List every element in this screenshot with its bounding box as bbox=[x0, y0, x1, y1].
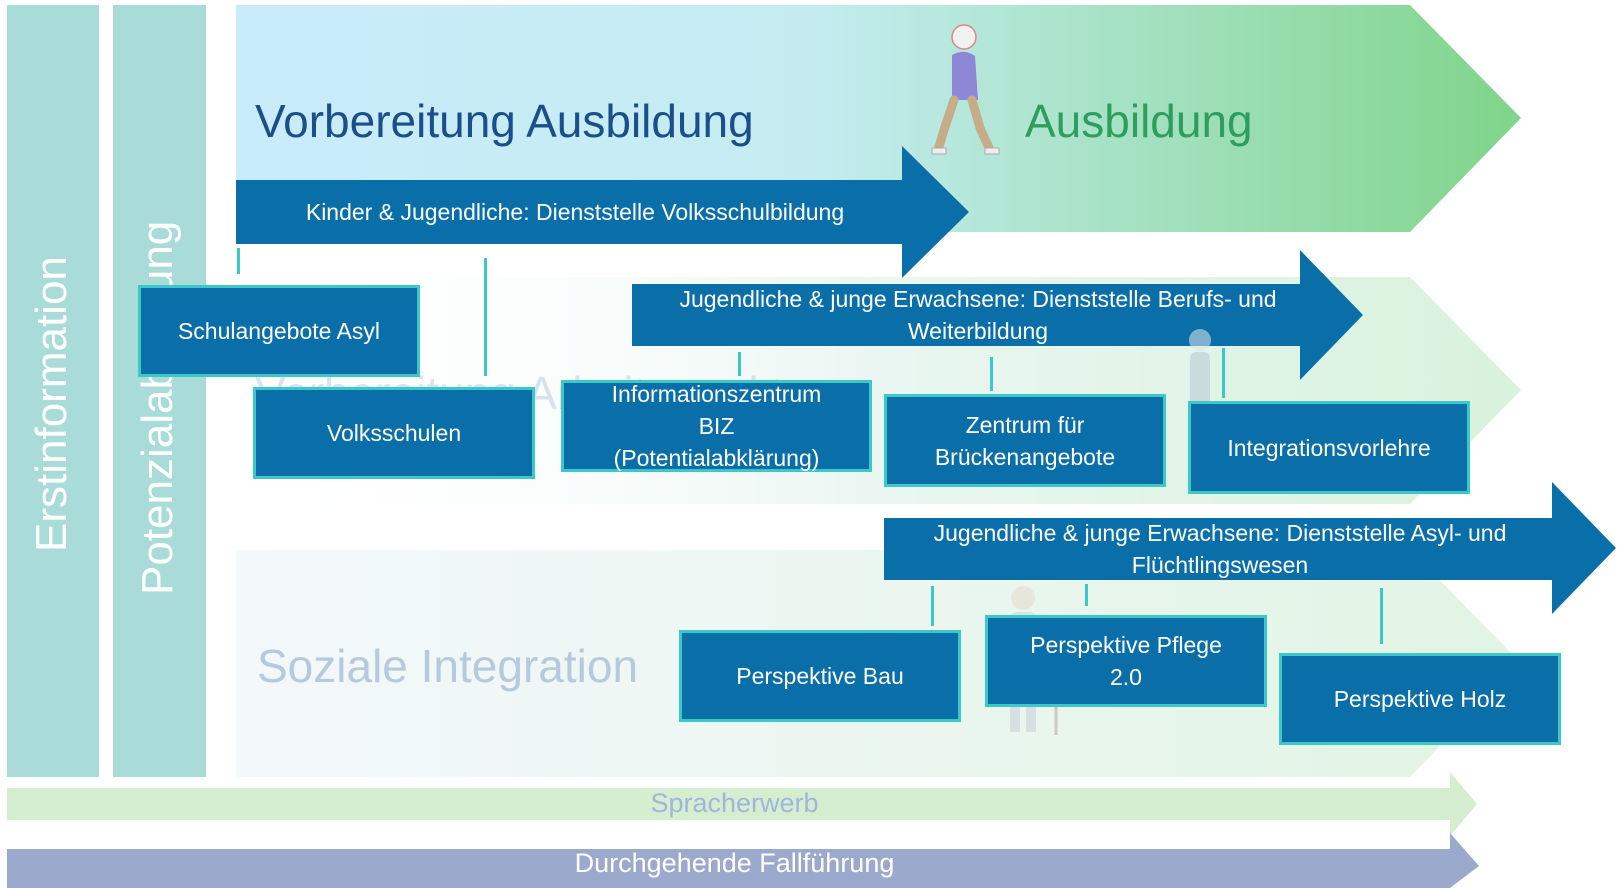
band-spracherwerb-label: Spracherwerb bbox=[650, 788, 819, 818]
box-perspektive-bau: Perspektive Bau bbox=[679, 630, 961, 722]
walking-person-icon bbox=[931, 24, 1000, 155]
box-perspektive-pflege: Perspektive Pflege 2.0 bbox=[985, 615, 1267, 707]
connector-line bbox=[931, 586, 934, 626]
column-potenzialabklaerung-label: Potenzialabklärung bbox=[133, 220, 182, 595]
stage-title-soziale-integration: Soziale Integration bbox=[257, 640, 639, 692]
connector-line bbox=[1222, 348, 1225, 398]
band-spracherwerb-shape bbox=[7, 772, 1477, 836]
arrow-berufsbildung-label: Jugendliche & junge Erwachsene: Dienstst… bbox=[679, 286, 1277, 344]
stage-title-ausbildung: Ausbildung bbox=[1025, 95, 1253, 147]
box-brueckenangebote: Zentrum für Brückenangebote bbox=[884, 394, 1166, 487]
connector-line bbox=[1085, 584, 1088, 606]
connector-line bbox=[237, 248, 240, 274]
arrow-asyl-shape bbox=[884, 482, 1616, 614]
arrow-asyl-label: Jugendliche & junge Erwachsene: Dienstst… bbox=[933, 520, 1507, 578]
column-erstinformation-label: Erstinformation bbox=[27, 256, 76, 552]
connector-line bbox=[484, 258, 487, 376]
column-erstinformation-bg bbox=[7, 5, 99, 777]
box-informationszentrum-biz: Informationszentrum BIZ (Potentialabklär… bbox=[561, 380, 872, 472]
arrow-volksschulbildung-label: Kinder & Jugendliche: Dienststelle Volks… bbox=[305, 199, 845, 225]
column-potenzial-bg bbox=[113, 5, 206, 777]
box-volksschulen: Volksschulen bbox=[253, 387, 535, 479]
band-fallfuehrung-label: Durchgehende Fallführung bbox=[574, 848, 895, 878]
connector-line bbox=[1380, 588, 1383, 644]
stage-title-vorbereitung-ausbildung: Vorbereitung Ausbildung bbox=[255, 95, 754, 147]
box-perspektive-holz: Perspektive Holz bbox=[1279, 653, 1561, 745]
arrow-berufsbildung-shape bbox=[632, 250, 1363, 380]
connector-line bbox=[990, 357, 993, 391]
chevron-ausbildung-band bbox=[236, 5, 1521, 232]
connector-line bbox=[738, 352, 741, 376]
box-integrationsvorlehre: Integrationsvorlehre bbox=[1188, 401, 1470, 494]
band-fallfuehrung-shape bbox=[7, 833, 1479, 888]
box-schulangebote-asyl: Schulangebote Asyl bbox=[138, 285, 420, 377]
arrow-volksschulbildung-shape bbox=[236, 146, 969, 278]
